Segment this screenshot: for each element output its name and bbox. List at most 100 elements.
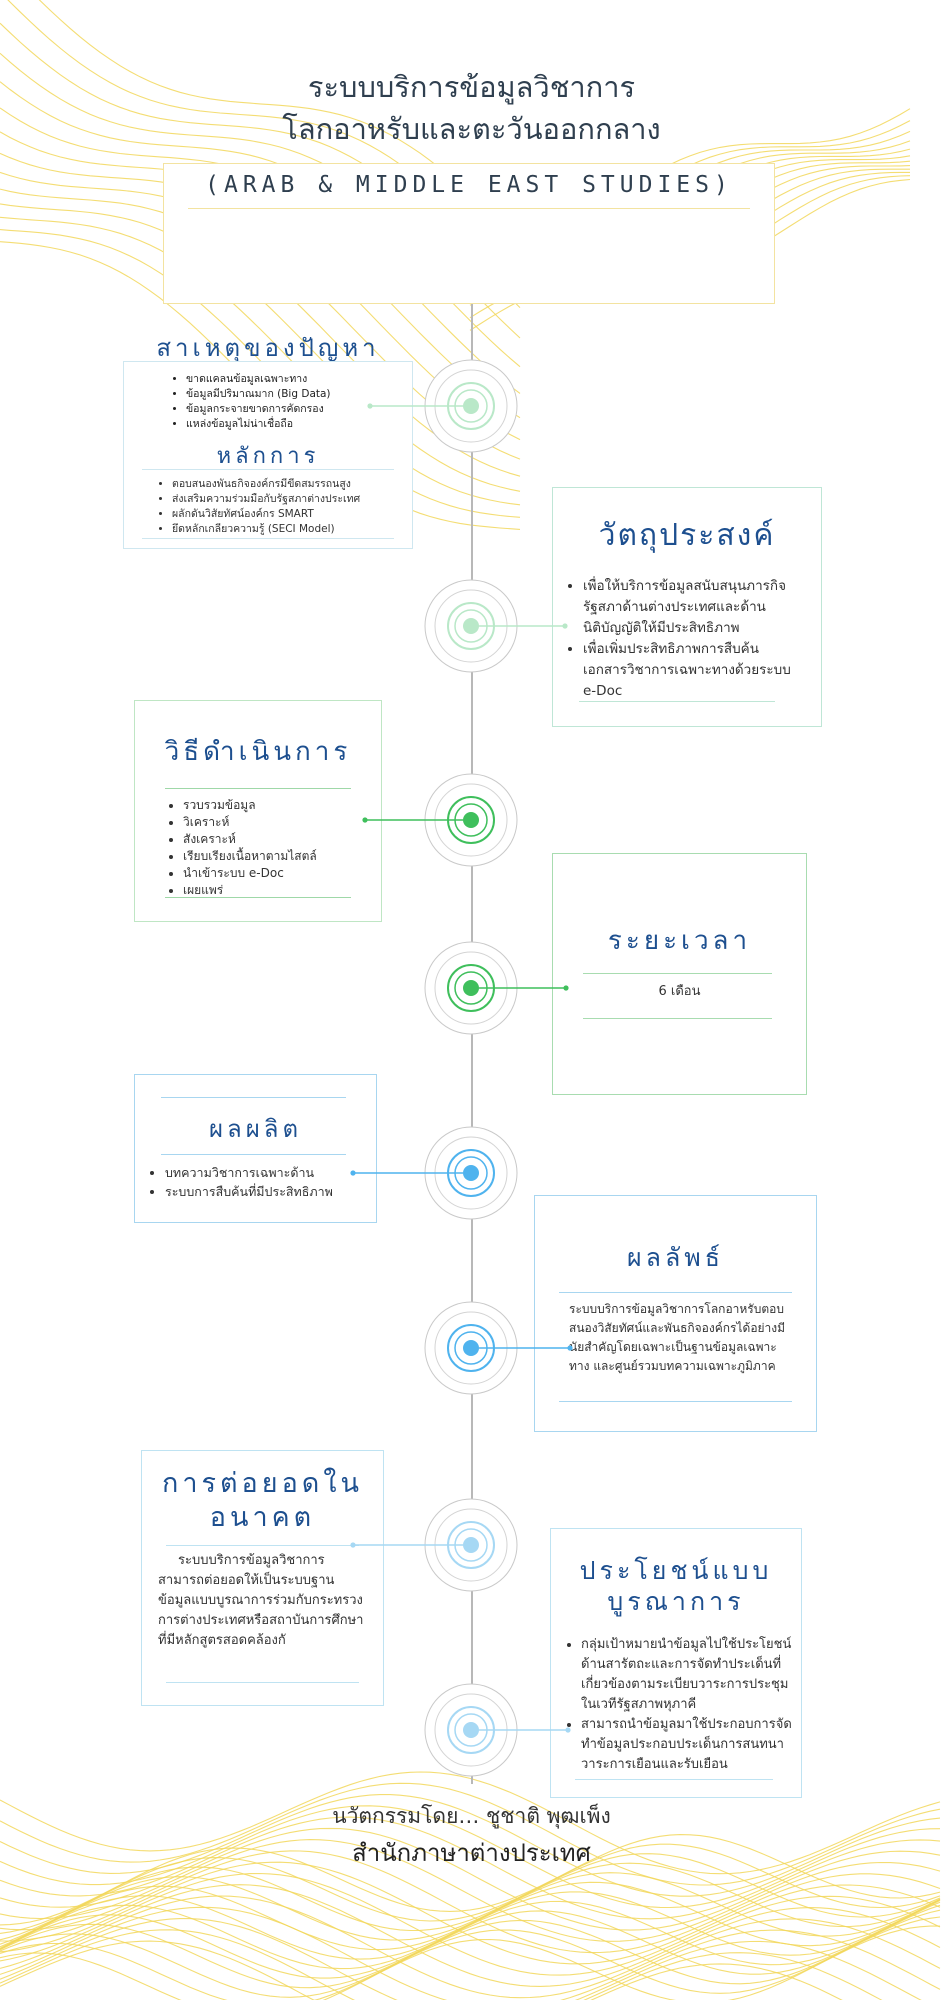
divider <box>165 897 351 898</box>
benefit-title-line2: บูรณาการ <box>607 1587 745 1616</box>
wave-line <box>0 1904 941 1989</box>
wave-line <box>0 1900 941 1979</box>
benefit-card: ประโยชน์แบบ บูรณาการ กลุ่มเป้าหมายนำข้อม… <box>550 1528 802 1798</box>
objective-list: เพื่อให้บริการข้อมูลสนับสนุนภารกิจรัฐสภา… <box>563 576 799 702</box>
divider <box>165 788 351 789</box>
wave-line <box>0 229 521 518</box>
divider <box>161 1097 346 1098</box>
output-card: ผลผลิต บทความวิชาการเฉพาะด้าน ระบบการสืบ… <box>134 1074 377 1223</box>
list-item: วิเคราะห์ <box>183 814 317 831</box>
connector-dot <box>362 817 368 823</box>
timeline-node-future <box>350 1498 518 1592</box>
connector-dot <box>350 1542 356 1548</box>
list-item: นำเข้าระบบ e-Doc <box>183 865 317 882</box>
list-item: ยึดหลักเกลียวความรู้ (SECI Model) <box>172 522 360 537</box>
timeline-node-method <box>362 773 518 867</box>
future-title: การต่อยอดใน อนาคต <box>142 1467 383 1535</box>
list-item: ตอบสนองพันธกิจองค์กรมีขีดสมรรถนสูง <box>172 477 360 492</box>
wave-line <box>0 1929 883 2000</box>
future-title-line1: การต่อยอดใน <box>162 1468 363 1499</box>
duration-value: 6 เดือน <box>658 984 701 999</box>
node-dot <box>463 398 479 414</box>
list-item: ข้อมูลมีปริมาณมาก (Big Data) <box>186 387 331 402</box>
page-subtitle: (ARAB & MIDDLE EAST STUDIES) <box>205 172 733 198</box>
list-item: แหล่งข้อมูลไม่น่าเชื่อถือ <box>186 417 331 432</box>
timeline-node-benefit <box>424 1683 571 1777</box>
node-dot <box>463 1537 479 1553</box>
divider <box>166 1682 359 1683</box>
department-line: สำนักภาษาต่างประเทศ <box>352 1839 591 1867</box>
future-text: ระบบบริการข้อมูลวิชาการสามารถต่อยอดให้เป… <box>158 1553 364 1648</box>
divider <box>161 1154 346 1155</box>
principle-title: หลักการ <box>216 444 320 469</box>
wave-line <box>0 1925 940 2000</box>
cause-list: ขาดแคลนข้อมูลเฉพาะทาง ข้อมูลมีปริมาณมาก … <box>164 372 331 432</box>
wave-line <box>0 1794 941 1897</box>
method-list: รวบรวมข้อมูล วิเคราะห์ สังเคราะห์ เรียบเ… <box>161 797 317 899</box>
wave-line <box>0 1861 941 1965</box>
wave-line <box>0 1853 941 1941</box>
list-item: ข้อมูลกระจายขาดการคัดกรอง <box>186 402 331 417</box>
list-item: ระบบการสืบค้นที่มีประสิทธิภาพ <box>165 1182 333 1201</box>
outcome-text: ระบบบริการข้อมูลวิชาการโลกอาหรับตอบสนองว… <box>569 1302 786 1373</box>
connector-dot <box>565 1727 571 1733</box>
duration-card: ระยะเวลา 6 เดือน <box>552 853 807 1095</box>
connector-dot <box>350 1170 356 1176</box>
wave-line <box>0 1827 941 1931</box>
duration-title: ระยะเวลา <box>607 926 752 956</box>
list-item: ขาดแคลนข้อมูลเฉพาะทาง <box>186 372 331 387</box>
wave-line <box>0 1909 941 1998</box>
connector-dot <box>567 1345 573 1351</box>
divider <box>166 1545 359 1546</box>
list-item: เรียบเรียงเนื้อหาตามไสตล์ <box>183 848 317 865</box>
principle-list: ตอบสนองพันธกิจองค์กรมีขีดสมรรถนสูง ส่งเส… <box>150 477 360 537</box>
divider <box>583 1018 772 1019</box>
wave-line <box>0 1771 941 1875</box>
timeline-node-duration <box>424 941 569 1035</box>
connector-dot <box>563 985 569 991</box>
timeline-node-outcome <box>424 1301 573 1395</box>
divider <box>559 1292 792 1293</box>
timeline-node-objective <box>424 579 568 673</box>
node-dot <box>463 1722 479 1738</box>
wave-line <box>0 1916 941 2000</box>
page-title-line2: โลกอาหรับและตะวันออกกลาง <box>282 112 661 146</box>
wave-line <box>0 216 521 506</box>
wave-line <box>0 1839 941 1942</box>
timeline-line <box>471 304 473 1784</box>
wave-line <box>0 1895 941 1999</box>
outcome-card: ผลลัพธ์ ระบบบริการข้อมูลวิชาการโลกอาหรับ… <box>534 1195 817 1432</box>
future-title-line2: อนาคต <box>209 1502 316 1533</box>
list-item: เพื่อเพิ่มประสิทธิภาพการสืบค้นเอกสารวิชา… <box>583 639 799 702</box>
outcome-title: ผลลัพธ์ <box>626 1243 725 1272</box>
node-dot <box>463 1165 479 1181</box>
node-dot <box>463 980 479 996</box>
benefit-list: กลุ่มเป้าหมายนำข้อมูลไปใช้ประโยชน์ด้านสา… <box>555 1635 797 1775</box>
cause-principle-card: ขาดแคลนข้อมูลเฉพาะทาง ข้อมูลมีปริมาณมาก … <box>123 361 413 549</box>
list-item: ส่งเสริมความร่วมมือกับรัฐสภาต่างประเทศ <box>172 492 360 507</box>
wave-line <box>0 1884 941 1987</box>
method-title: วิธีดำเนินการ <box>164 737 352 767</box>
divider <box>575 1779 773 1780</box>
wave-line <box>0 1862 941 1945</box>
list-item: สามารถนำข้อมูลมาใช้ประกอบการจัดทำข้อมูลป… <box>581 1715 797 1775</box>
wave-line <box>0 1816 941 1920</box>
timeline-node-output <box>350 1126 518 1220</box>
wave-line <box>0 1805 941 1909</box>
wave-line <box>0 1872 941 1976</box>
node-dot <box>463 1340 479 1356</box>
divider <box>142 538 394 539</box>
objective-title: วัตถุประสงค์ <box>598 518 776 553</box>
list-item: รวบรวมข้อมูล <box>183 797 317 814</box>
cause-title: สาเหตุของปัญหา <box>156 334 380 362</box>
list-item: สังเคราะห์ <box>183 831 317 848</box>
future-card: การต่อยอดใน อนาคต ระบบบริการข้อมูลวิชากา… <box>141 1450 384 1706</box>
divider <box>559 1401 792 1402</box>
divider <box>142 469 394 470</box>
objective-card: วัตถุประสงค์ เพื่อให้บริการข้อมูลสนับสนุ… <box>552 487 822 727</box>
author-line: นวัตกรรมโดย… ชูชาติ พุฒเพ็ง <box>332 1804 611 1828</box>
connector-dot <box>367 403 373 409</box>
wave-line <box>0 1940 843 2000</box>
